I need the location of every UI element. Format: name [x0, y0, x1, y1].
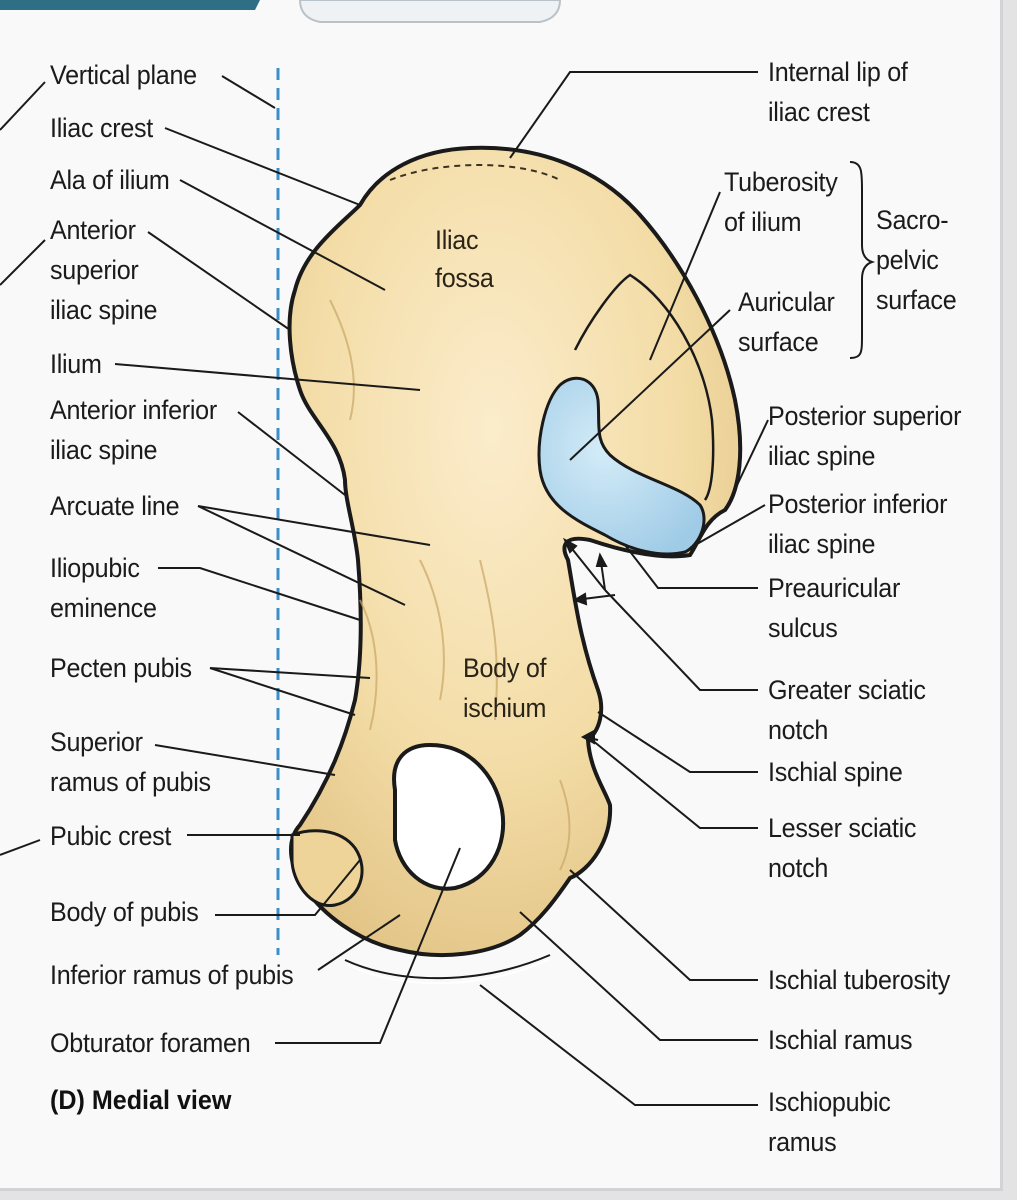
label-asis-line1: Anterior — [50, 215, 136, 245]
label-ischiopubic-line1: Ischiopubic — [768, 1087, 891, 1117]
bone-shading — [329, 299, 571, 871]
label-greater-sciatic-line2: notch — [768, 715, 829, 745]
sacropelvic-brace — [849, 161, 876, 359]
label-pubic-crest: Pubic crest — [50, 821, 172, 851]
label-preauricular-line1: Preauricular — [768, 573, 901, 603]
header-title-fragment — [0, 0, 562, 23]
tuberosity-ridge — [573, 273, 715, 501]
label-tuberosity-line1: Tuberosity — [724, 167, 838, 197]
label-ilium: Ilium — [50, 349, 102, 379]
label-sacropelvic-line3: surface — [876, 285, 957, 315]
label-ischial-tuberosity: Ischial tuberosity — [768, 965, 951, 995]
label-sup-ramus-line1: Superior — [50, 727, 143, 757]
label-ischiopubic-line2: ramus — [768, 1127, 837, 1157]
label-psis-line2: iliac spine — [768, 441, 876, 471]
label-sacropelvic-line2: pelvic — [876, 245, 939, 275]
auricular-surface-shape — [537, 376, 706, 556]
label-arcuate-line: Arcuate line — [50, 491, 180, 521]
obturator-foramen-shape — [392, 742, 506, 891]
label-piis-line2: iliac spine — [768, 529, 876, 559]
sciatic-arrows — [562, 537, 616, 745]
label-vertical-plane: Vertical plane — [50, 60, 197, 90]
label-iliac-crest: Iliac crest — [50, 113, 153, 143]
label-piis-line1: Posterior inferior — [768, 489, 948, 519]
label-internal-lip-line1: Internal lip of — [768, 57, 908, 87]
label-iliac-fossa-line1: Iliac — [435, 225, 479, 255]
figure-caption: (D) Medial view — [50, 1085, 232, 1115]
label-lesser-sciatic-line1: Lesser sciatic — [768, 813, 917, 843]
label-internal-lip-line2: iliac crest — [768, 97, 870, 127]
label-aiis-line2: iliac spine — [50, 435, 158, 465]
label-greater-sciatic-line1: Greater sciatic — [768, 675, 926, 705]
label-body-ischium-line2: ischium — [463, 693, 547, 723]
label-iliopubic-line1: Iliopubic — [50, 553, 140, 583]
label-preauricular-line2: sulcus — [768, 613, 838, 643]
label-auricular-line1: Auricular — [738, 287, 835, 317]
label-asis-line3: iliac spine — [50, 295, 158, 325]
label-tuberosity-line2: of ilium — [724, 207, 802, 237]
label-lesser-sciatic-line2: notch — [768, 853, 829, 883]
label-aiis-line1: Anterior inferior — [50, 395, 217, 425]
label-iliac-fossa-line2: fossa — [435, 263, 494, 293]
label-sup-ramus-line2: ramus of pubis — [50, 767, 211, 797]
leader-lines — [0, 71, 769, 1106]
label-body-ischium-line1: Body of — [463, 653, 547, 683]
label-inf-ramus-pubis: Inferior ramus of pubis — [50, 960, 294, 990]
pubic-symphysis-face — [290, 829, 364, 907]
iliac-crest-inner-lip — [389, 164, 561, 181]
label-iliopubic-line2: eminence — [50, 593, 157, 623]
label-ischial-spine: Ischial spine — [768, 757, 903, 787]
label-asis-line2: superior — [50, 255, 139, 285]
label-ala-of-ilium: Ala of ilium — [50, 165, 170, 195]
label-obturator-foramen: Obturator foramen — [50, 1028, 251, 1058]
label-psis-line1: Posterior superior — [768, 401, 962, 431]
label-pecten-pubis: Pecten pubis — [50, 653, 192, 683]
label-auricular-line2: surface — [738, 327, 819, 357]
label-body-of-pubis: Body of pubis — [50, 897, 199, 927]
ischiopubic-arc — [344, 954, 551, 980]
label-sacropelvic-line1: Sacro- — [876, 205, 949, 235]
label-ischial-ramus: Ischial ramus — [768, 1025, 913, 1055]
